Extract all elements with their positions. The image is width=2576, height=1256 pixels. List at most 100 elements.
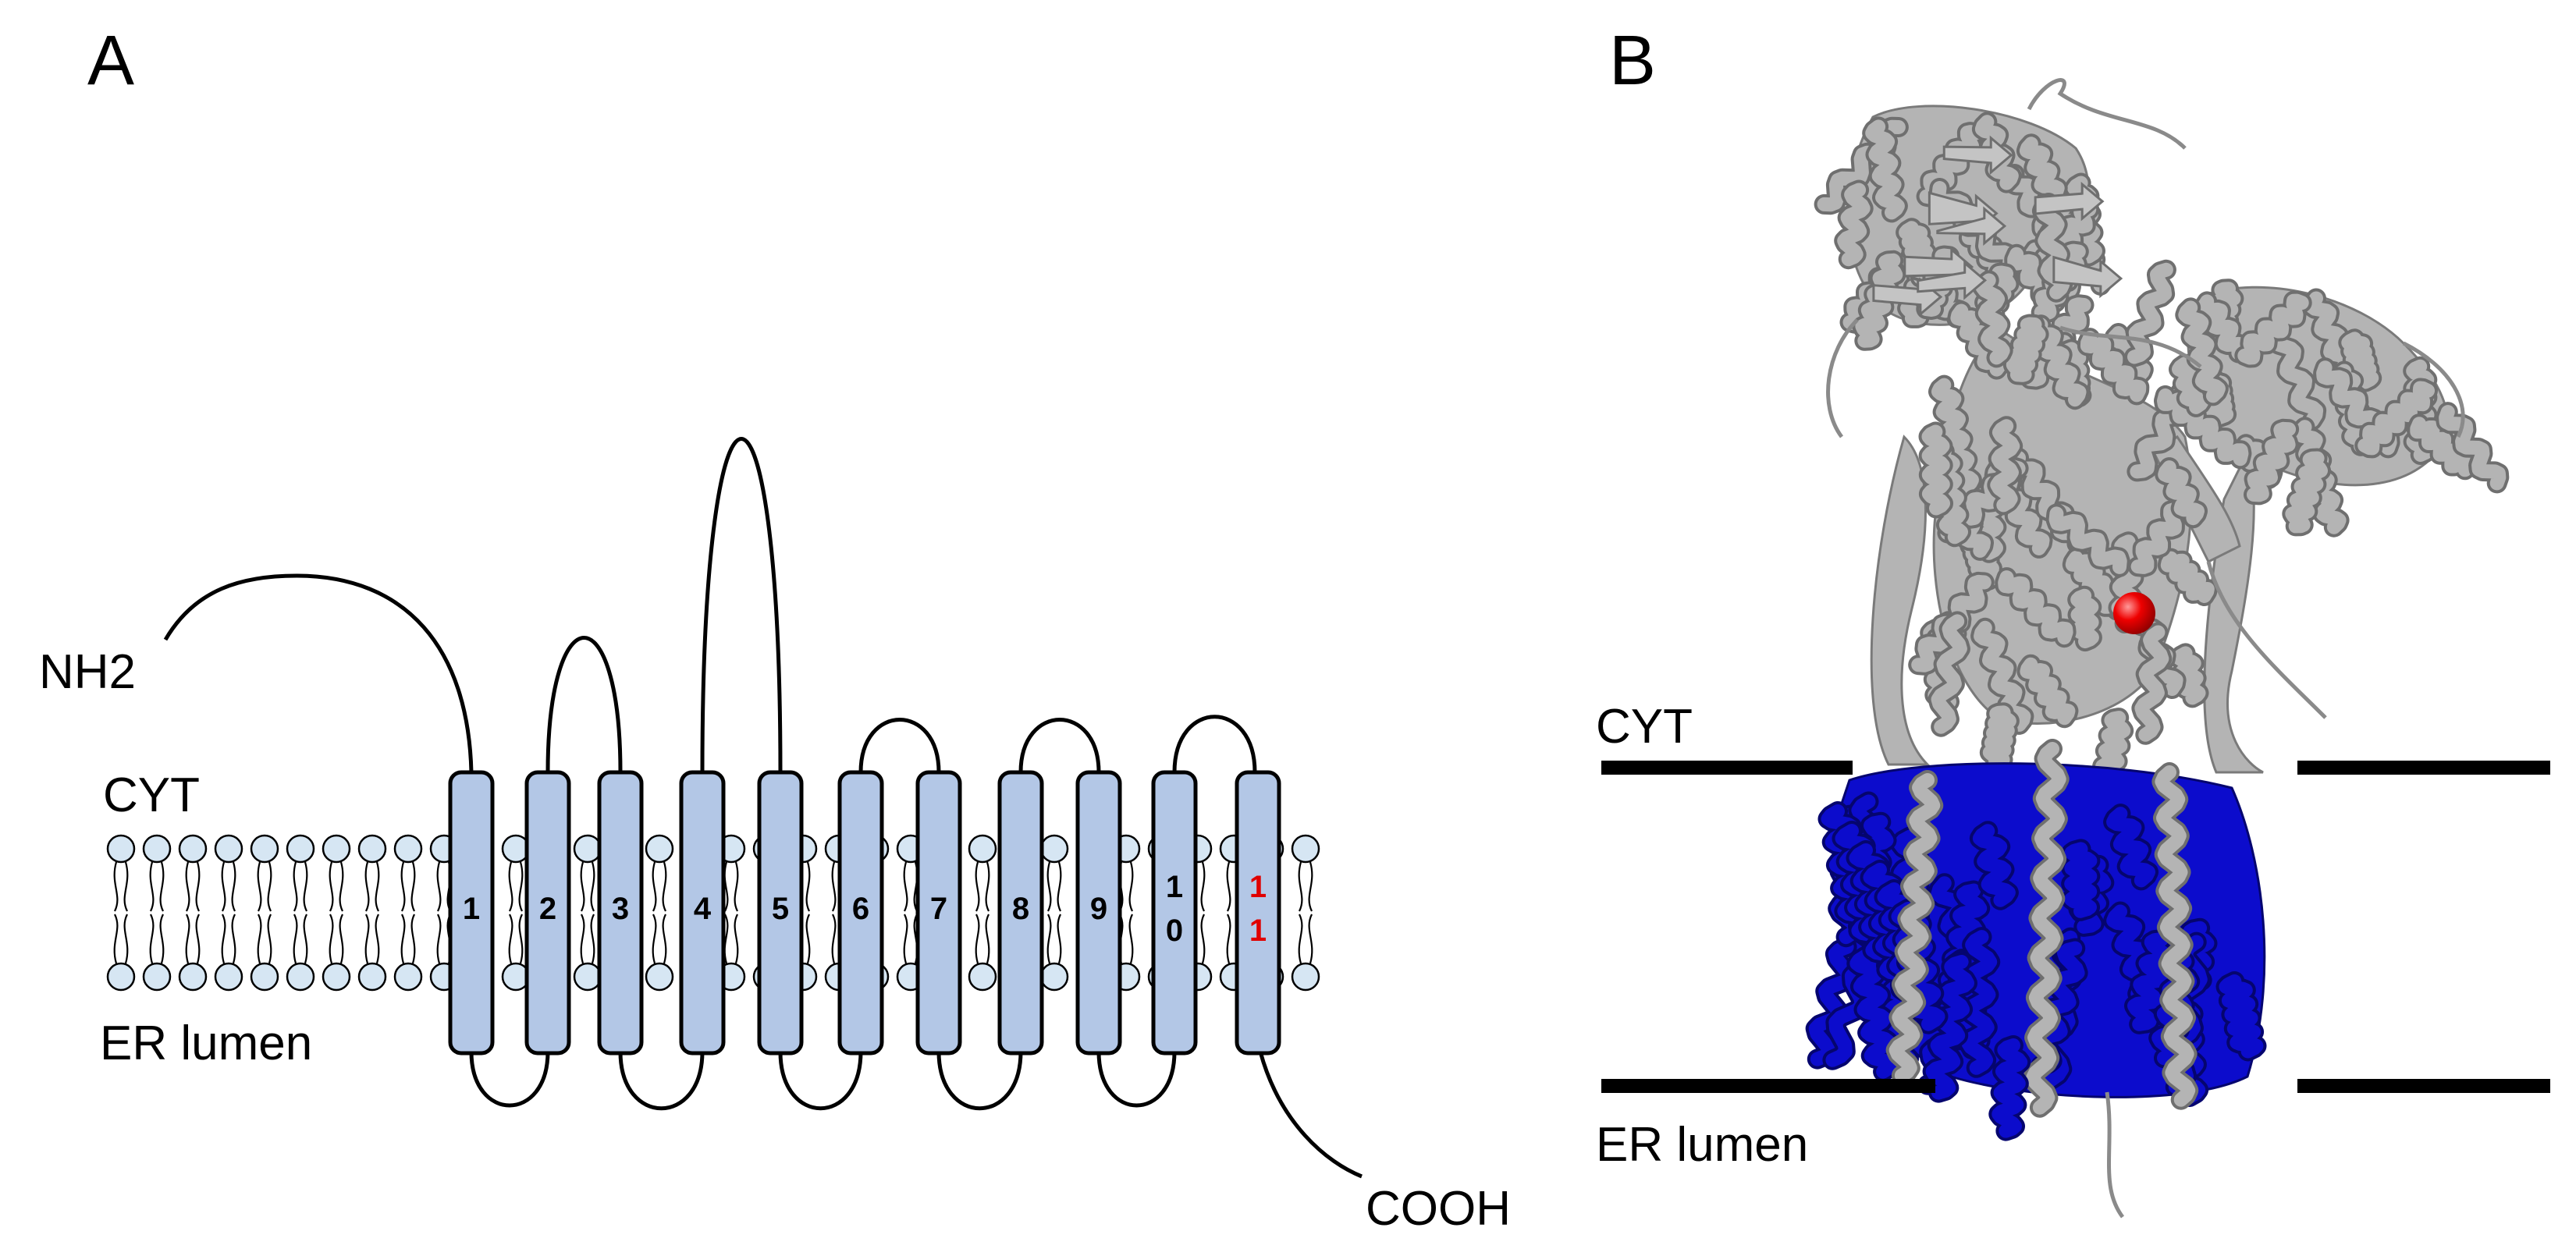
nh2-label: NH2 <box>39 645 136 699</box>
lipid-tail <box>257 914 262 964</box>
helix-cylinder <box>757 770 804 1056</box>
panel-b-letter: B <box>1609 22 1656 100</box>
helix-10: 10 <box>1151 770 1198 1056</box>
lipid-tail <box>329 861 334 912</box>
loop-7-8 <box>936 1051 1023 1111</box>
lipid-tail <box>400 861 406 912</box>
cyto-helix <box>2006 317 2046 382</box>
lipid-tail <box>831 914 837 964</box>
beta-strand <box>1936 206 2007 246</box>
lipid-tail <box>1226 861 1231 912</box>
tm-helix <box>1925 955 1974 1100</box>
lipid-head <box>968 962 997 992</box>
tm-helix <box>1849 949 1899 1079</box>
cooh-label: COOH <box>1366 1182 1511 1236</box>
cyto-helix <box>2127 262 2173 364</box>
lipid-tail <box>518 914 524 964</box>
lipid-tail <box>734 914 739 964</box>
lipid-tail <box>185 861 190 912</box>
lipid-head <box>250 962 279 992</box>
lipid-head <box>968 834 997 864</box>
lipid-head <box>214 962 243 992</box>
lipid-tail <box>231 914 236 964</box>
coil-loop <box>2027 78 2187 150</box>
lipid-tail <box>410 914 416 964</box>
helix-cylinder <box>1151 770 1198 1056</box>
tm-helix <box>1961 930 1998 1075</box>
cyto-helix <box>2158 460 2205 526</box>
lipid-head <box>357 834 387 864</box>
lipid-head <box>106 834 136 864</box>
cyto-helix <box>1998 570 2073 645</box>
lipid-tail <box>123 861 129 912</box>
cyto-helix <box>2020 657 2076 726</box>
cyto-helix <box>2048 506 2127 574</box>
transmembrane-domain <box>1805 739 2267 1219</box>
helix-11: 11 <box>1235 770 1281 1056</box>
c-terminal-tail <box>1258 1051 1363 1179</box>
lipid-tail <box>662 861 667 912</box>
lipid-tail <box>375 914 380 964</box>
lipid-tail <box>508 914 513 964</box>
cyto-helix <box>2247 421 2297 502</box>
lipid-head <box>322 962 351 992</box>
cyt-label-a: CYT <box>103 768 200 822</box>
coil-loop <box>2206 561 2327 719</box>
coil-loop <box>2105 1091 2125 1219</box>
protein-cartoon-structure <box>1805 78 2510 1219</box>
cyto-helix <box>1990 419 2020 513</box>
lipid-tail <box>1298 861 1303 912</box>
lipid-tail <box>1046 914 1052 964</box>
coil-loop <box>1826 318 1859 438</box>
helix-cylinder <box>448 770 495 1056</box>
grey-helix <box>2026 742 2066 1115</box>
loop-5-6 <box>778 1051 863 1111</box>
loop-2-3 <box>545 636 623 773</box>
helix-8: 8 <box>997 770 1044 1056</box>
helix-number-line: 0 <box>1166 914 1183 948</box>
cyto-helix <box>2134 625 2169 742</box>
cyto-helix <box>2080 331 2147 403</box>
lipid-tail <box>1200 914 1206 964</box>
lipid-head <box>178 962 208 992</box>
lipid-tail <box>518 861 524 912</box>
tm-helix <box>2064 842 2098 918</box>
lipid-tail <box>1128 914 1134 964</box>
helix-5: 5 <box>757 770 804 1056</box>
helix-cylinder <box>1235 770 1281 1056</box>
lipid-head <box>645 962 674 992</box>
cyto-helix <box>2029 318 2087 407</box>
lipid-tail <box>1057 861 1062 912</box>
loop-8-9 <box>1018 718 1101 773</box>
loop-9-10 <box>1096 1051 1177 1108</box>
lipid-tail <box>652 861 657 912</box>
helix-number-line: 1 <box>1249 914 1267 948</box>
cyto-helix <box>1931 614 1967 734</box>
helix-number: 7 <box>930 892 947 926</box>
helix-9: 9 <box>1075 770 1122 1056</box>
lipid-head <box>1291 834 1320 864</box>
panel-b: B CYT ER lumen <box>1596 22 2550 1219</box>
lipid-head <box>214 834 243 864</box>
lipid-tail <box>975 861 980 912</box>
cyto-helix <box>2178 300 2226 403</box>
lipid-head <box>178 834 208 864</box>
lipid-tail <box>113 861 119 912</box>
lipid-tail <box>734 861 739 912</box>
lipid-tail <box>364 861 370 912</box>
lipid-head <box>250 834 279 864</box>
lipid-head <box>286 834 315 864</box>
lipid-tail <box>123 914 129 964</box>
helix-cylinder <box>679 770 726 1056</box>
helix-number-line: 1 <box>1166 870 1183 904</box>
cyto-helix <box>2357 381 2435 456</box>
lipid-head <box>573 962 602 992</box>
helix-6: 6 <box>837 770 884 1056</box>
grey-helix <box>2155 765 2196 1107</box>
helix-7: 7 <box>915 770 962 1056</box>
lipid-tail <box>985 861 990 912</box>
lipid-head <box>573 834 602 864</box>
cytosolic-ribbons <box>1814 78 2510 789</box>
loop-1-2 <box>469 1051 550 1108</box>
